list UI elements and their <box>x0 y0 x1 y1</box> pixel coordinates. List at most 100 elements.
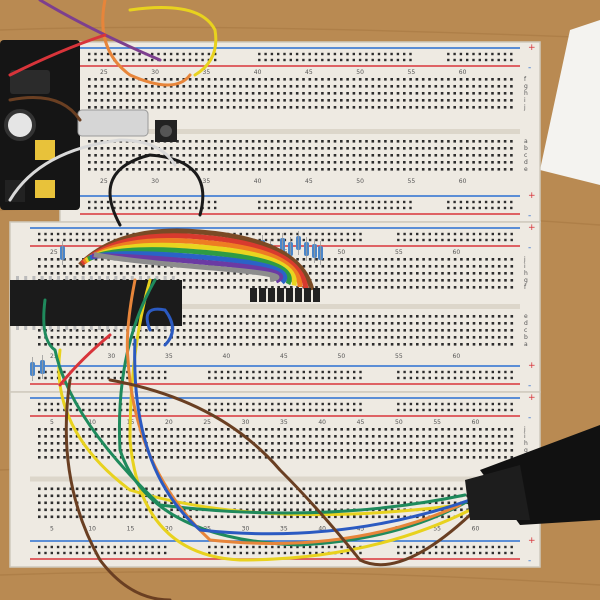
rail-hole <box>258 376 261 380</box>
strip-hole <box>126 508 129 512</box>
strip-hole <box>497 329 501 332</box>
strip-hole <box>485 343 488 346</box>
strip-hole <box>176 494 180 498</box>
strip-hole <box>308 435 312 438</box>
rail-hole <box>101 370 104 374</box>
strip-hole <box>69 435 73 438</box>
strip-hole <box>56 329 60 332</box>
strip-hole <box>485 279 488 282</box>
strip-hole <box>283 449 287 452</box>
strip-hole <box>503 78 507 81</box>
strip-hole <box>75 449 79 452</box>
strip-hole <box>296 456 299 459</box>
strip-hole <box>378 487 381 491</box>
strip-hole <box>397 449 400 452</box>
chip-pin <box>130 326 134 330</box>
rail-hole <box>359 238 362 242</box>
strip-hole <box>239 428 243 431</box>
rail-hole <box>227 551 230 555</box>
rail-hole <box>132 206 135 210</box>
strip-hole <box>384 336 388 339</box>
strip-hole <box>189 501 192 505</box>
rail-hole <box>409 200 412 204</box>
strip-hole <box>239 106 242 109</box>
rail-hole <box>113 545 116 549</box>
strip-hole <box>441 329 444 332</box>
strip-hole <box>107 435 110 438</box>
strip-hole <box>302 258 306 261</box>
rail-hole <box>491 370 494 374</box>
strip-hole <box>340 154 343 157</box>
rail-hole <box>50 238 53 242</box>
strip-hole <box>227 442 230 445</box>
strip-hole <box>56 442 60 445</box>
strip-hole <box>504 265 507 268</box>
strip-hole <box>396 78 400 81</box>
strip-hole <box>315 258 318 261</box>
rail-hole <box>491 52 494 56</box>
strip-hole <box>151 161 154 164</box>
rail-hole <box>220 402 224 406</box>
strip-hole <box>164 265 167 268</box>
strip-hole <box>321 161 324 164</box>
rail-sign: - <box>528 556 531 566</box>
strip-hole <box>384 315 388 318</box>
rail-hole <box>314 58 318 62</box>
strip-hole <box>295 168 299 171</box>
strip-hole <box>302 336 306 339</box>
strip-hole <box>409 449 413 452</box>
rail-hole <box>88 551 91 555</box>
strip-hole <box>321 92 324 95</box>
row-letter: j <box>523 104 526 111</box>
push-button-cap[interactable] <box>160 125 172 137</box>
strip-hole <box>359 442 362 445</box>
strip-hole <box>434 78 438 81</box>
strip-hole <box>302 265 306 268</box>
rail-hole <box>441 238 444 242</box>
rail-hole <box>227 370 230 374</box>
strip-hole <box>447 168 450 171</box>
strip-hole <box>214 315 217 318</box>
rail-hole <box>428 370 431 374</box>
strip-hole <box>346 494 350 498</box>
strip-hole <box>145 487 148 491</box>
strip-hole <box>484 92 488 95</box>
strip-hole <box>277 85 280 88</box>
row-letter: g <box>524 83 528 90</box>
strip-hole <box>403 92 406 95</box>
rail-hole <box>113 200 116 204</box>
strip-hole <box>113 494 117 498</box>
strip-hole <box>75 428 79 431</box>
chip-pin <box>147 276 151 280</box>
strip-hole <box>321 99 324 102</box>
strip-hole <box>422 329 425 332</box>
strip-hole <box>479 258 482 261</box>
rail-hole <box>227 402 230 406</box>
strip-hole <box>44 343 47 346</box>
strip-hole <box>327 428 331 431</box>
rail-hole <box>94 52 97 56</box>
strip-hole <box>170 501 173 505</box>
strip-hole <box>346 106 349 109</box>
strip-hole <box>182 154 186 157</box>
strip-hole <box>308 154 312 157</box>
strip-hole <box>447 78 450 81</box>
strip-hole <box>453 279 457 282</box>
strip-hole <box>277 322 280 325</box>
chip-pin <box>139 276 142 280</box>
strip-hole <box>258 501 262 505</box>
strip-hole <box>340 106 343 109</box>
strip-hole <box>422 435 425 438</box>
rail-hole <box>510 408 513 412</box>
strip-hole <box>352 168 356 171</box>
rail-hole <box>290 376 293 380</box>
strip-hole <box>38 336 41 339</box>
chip-pin <box>73 276 77 280</box>
strip-hole <box>334 428 337 431</box>
rail-hole <box>163 206 166 210</box>
rail-hole <box>151 551 154 555</box>
strip-hole <box>453 272 457 275</box>
strip-hole <box>144 99 148 102</box>
strip-hole <box>38 494 41 498</box>
strip-hole <box>315 272 318 275</box>
